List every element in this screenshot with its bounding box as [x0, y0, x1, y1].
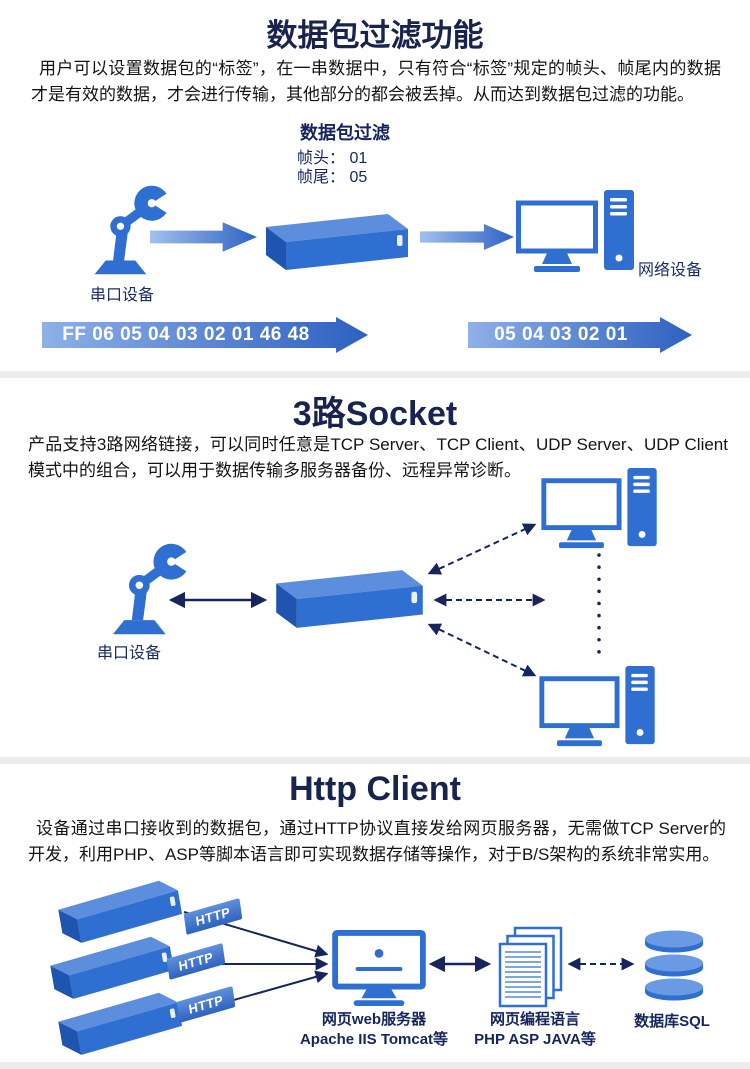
device-box-icon [44, 929, 179, 1004]
device-box-icon [262, 210, 412, 272]
database-icon [640, 930, 708, 1002]
desktop-computer-icon [516, 190, 638, 278]
section1-paragraph: 用户可以设置数据包的“标签”，在一串数据中，只有符合“标签”规定的帧头、帧尾内的… [31, 59, 721, 104]
language-label-line1: 网页编程语言 [489, 1011, 580, 1028]
robot-arm-icon [78, 180, 174, 280]
data-banner-raw: FF 06 05 04 03 02 01 46 48 [42, 317, 368, 353]
data-banner-raw-text: FF 06 05 04 03 02 01 46 48 [62, 324, 310, 345]
filter-label: 数据包过滤 [300, 123, 390, 143]
frame-head-value: 帧头： 01 [297, 150, 368, 167]
database-label: 数据库SQL [634, 1013, 710, 1030]
section-divider [0, 757, 750, 764]
language-label-line2: PHP ASP JAVA等 [474, 1031, 596, 1048]
desktop-computer-icon [540, 468, 662, 554]
section2-paragraph: 产品支持3路网络链接，可以同时任意是TCP Server、TCP Client、… [28, 435, 728, 480]
section-divider [0, 371, 750, 378]
monitor-icon [332, 930, 426, 1008]
block-arrow-icon [420, 221, 515, 253]
serial-device-label: 串口设备 [89, 287, 154, 304]
frame-tail-value: 帧尾： 05 [297, 169, 368, 186]
section2-title: 3路Socket [292, 395, 458, 433]
web-server-label-line2: Apache IIS Tomcat等 [299, 1031, 449, 1048]
documents-icon [498, 926, 564, 1010]
section3-paragraph: 设备通过串口接收到的数据包，通过HTTP协议直接发给网页服务器，无需做TCP S… [28, 819, 726, 864]
section-divider [0, 1062, 750, 1069]
device-box-icon [52, 985, 187, 1060]
network-device-label: 网络设备 [638, 262, 703, 279]
section3-title: Http Client [289, 770, 461, 808]
data-banner-filtered: 05 04 03 02 01 [468, 317, 692, 353]
web-server-label-line1: 网页web服务器 [321, 1011, 427, 1028]
device-box-icon [52, 873, 187, 948]
block-arrow-icon [150, 221, 258, 253]
section1-title: 数据包过滤功能 [266, 18, 484, 53]
serial-device-label: 串口设备 [96, 645, 161, 662]
data-banner-filtered-text: 05 04 03 02 01 [494, 324, 628, 345]
robot-arm-icon [96, 538, 194, 640]
socket-arrows-icon [0, 455, 750, 765]
desktop-computer-icon [538, 666, 660, 752]
device-box-icon [272, 566, 427, 630]
